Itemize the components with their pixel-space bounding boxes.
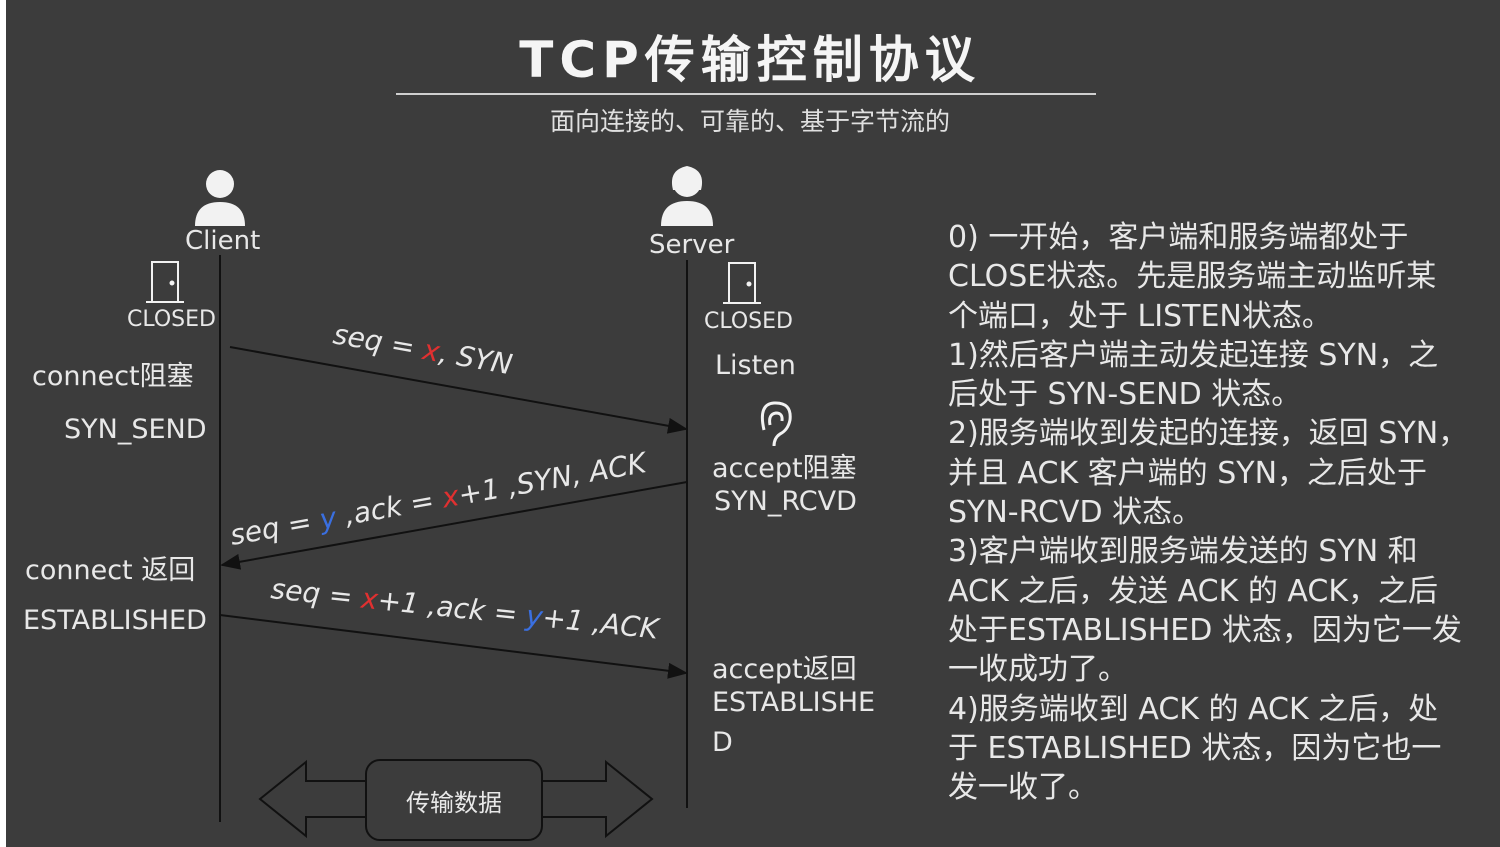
syn-ack-arrow (220, 481, 688, 570)
server-state-listen: Listen (715, 350, 796, 381)
server-state-established: ESTABLISHE (712, 687, 876, 718)
server-person-icon (661, 166, 713, 226)
server-door-icon (723, 262, 761, 304)
message-1-segment-0: seq = (227, 504, 322, 552)
server-state-closed: CLOSED (704, 309, 793, 334)
server-state-syn-rcvd: SYN_RCVD (714, 486, 857, 517)
message-1-segment-3: x (439, 479, 462, 515)
client-person-icon (195, 170, 245, 226)
ear-icon (760, 401, 792, 447)
page-title: TCP传输控制协议 (519, 31, 981, 89)
server-state-established-wrap: D (712, 727, 733, 758)
message-2-segment-2: +1 ,ack = (376, 583, 528, 631)
client-door-icon (146, 261, 184, 303)
handshake-steps-text: 0) 一开始，客户端和服务端都处于 CLOSE状态。先是服务端主动监听某 个端口… (948, 220, 1469, 806)
data-transfer-arrow (258, 759, 654, 839)
ack-arrow (219, 614, 688, 679)
message-1-segment-1: y (316, 501, 339, 537)
page-subtitle: 面向连接的、可靠的、基于字节流的 (549, 107, 950, 136)
data-transfer-label: 传输数据 (406, 788, 502, 817)
message-1-segment-2: ,ack = (333, 482, 445, 533)
server-accept-blocked: accept阻塞 (712, 453, 857, 484)
message-1-segment-4: +1 ,SYN, ACK (456, 446, 651, 512)
message-2-segment-1: x (359, 582, 380, 617)
message-2-segment-4: +1 ,ACK (541, 601, 663, 646)
client-label: Client (185, 226, 261, 256)
server-accept-return: accept返回 (712, 654, 857, 685)
message-2-segment-0: seq = (269, 572, 363, 614)
slide: TCP传输控制协议 面向连接的、可靠的、基于字节流的 (6, 0, 1500, 847)
message-2-segment-3: y (523, 599, 544, 634)
message-0-segment-0: seq = (331, 317, 426, 365)
syn-message-label: seq = x, SYN (331, 317, 515, 381)
title-divider (396, 93, 1096, 95)
client-state-syn-send: SYN_SEND (64, 414, 207, 445)
client-state-established: ESTABLISHED (23, 605, 207, 636)
message-0-segment-1: x (419, 333, 442, 369)
client-state-closed: CLOSED (127, 307, 216, 332)
client-connect-return: connect 返回 (25, 555, 196, 586)
ack-message-label: seq = x+1 ,ack = y+1 ,ACK (269, 572, 662, 646)
data-transfer-box (365, 759, 543, 841)
client-connect-blocked: connect阻塞 (32, 361, 194, 392)
server-label: Server (649, 230, 735, 260)
message-0-segment-2: , SYN (437, 336, 515, 381)
handshake-diagram: seq = x, SYN seq = y ,ack = x+1 ,SYN, AC… (146, 166, 792, 841)
syn-arrow (229, 346, 688, 434)
